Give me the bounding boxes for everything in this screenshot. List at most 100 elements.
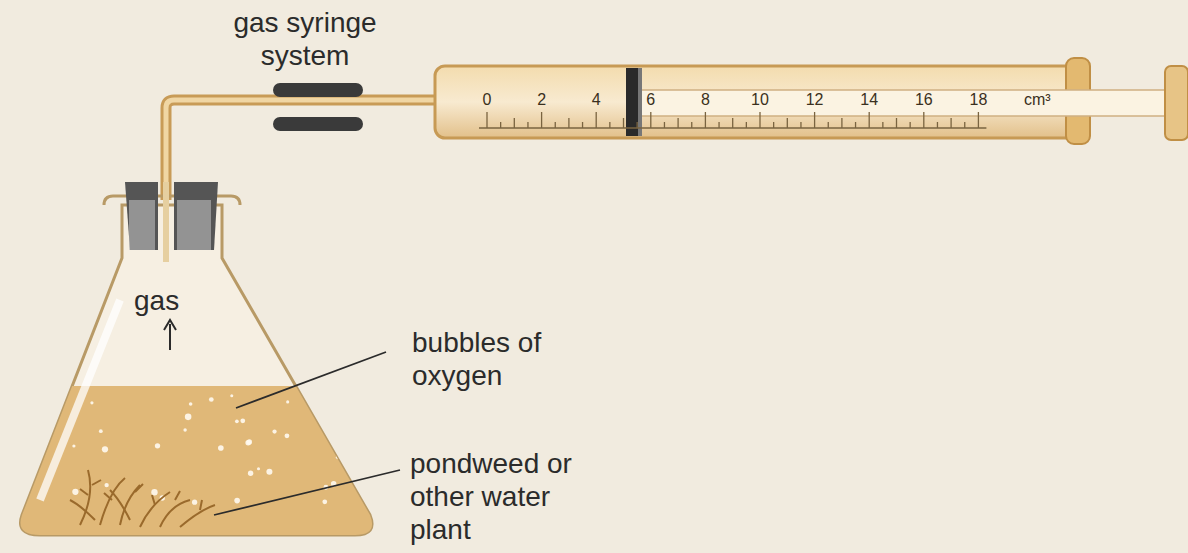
- scale-tick: [568, 118, 569, 128]
- scale-tick: [882, 122, 883, 128]
- scale-number: 12: [806, 92, 824, 108]
- delivery-tube: [163, 182, 169, 262]
- scale-tick: [896, 118, 897, 128]
- scale-tick: [664, 122, 665, 128]
- bubble: [209, 397, 214, 402]
- bubble: [247, 439, 252, 444]
- leader-line: [214, 470, 400, 515]
- bubble: [285, 433, 290, 438]
- scale-tick: [677, 118, 678, 128]
- scale-tick: [650, 112, 651, 128]
- bubble: [72, 489, 78, 495]
- scale-number: 6: [646, 92, 655, 108]
- scale-tick: [978, 112, 979, 128]
- plunger-head: [626, 68, 638, 136]
- scale-tick: [541, 112, 542, 128]
- gas-arrow-head: [164, 320, 176, 330]
- scale-tick: [582, 122, 583, 128]
- glass-highlight: [40, 300, 120, 500]
- scale-tick: [732, 118, 733, 128]
- scale-tick: [841, 118, 842, 128]
- bubble: [324, 429, 329, 434]
- bubble: [322, 499, 327, 504]
- title-label: gas syringe system: [205, 6, 405, 72]
- scale-tick: [855, 122, 856, 128]
- scale-tick: [718, 122, 719, 128]
- scale-ticks: [479, 112, 986, 128]
- flask-lip: [104, 196, 240, 205]
- scale-tick: [500, 122, 501, 128]
- scale-tick: [637, 122, 638, 128]
- scale-number: 4: [592, 92, 601, 108]
- gas-arrow: [169, 324, 171, 350]
- bubble: [185, 414, 192, 421]
- scale-tick: [609, 122, 610, 128]
- bubble: [90, 401, 93, 404]
- scale-tick: [828, 122, 829, 128]
- stopper: [174, 182, 218, 250]
- scale-tick: [527, 122, 528, 128]
- bubble: [102, 446, 108, 452]
- plunger-handle: [1165, 66, 1188, 140]
- pondweed: [70, 470, 215, 527]
- scale-tick: [514, 118, 515, 128]
- bubble: [343, 432, 348, 437]
- bubble: [104, 483, 108, 487]
- scale-tick: [869, 112, 870, 128]
- scale-tick: [964, 122, 965, 128]
- bubble: [189, 402, 193, 406]
- stopper: [125, 182, 158, 250]
- tube-connector: [273, 117, 363, 131]
- bubble: [218, 445, 224, 451]
- bubble: [286, 400, 289, 403]
- scale-tick: [923, 112, 924, 128]
- syringe-barrel: [435, 66, 1080, 138]
- scale-number: 18: [970, 92, 988, 108]
- bubble: [347, 395, 350, 398]
- plunger-rod: [636, 90, 1188, 116]
- stopper-shade: [177, 200, 211, 250]
- part-label: pondweed or other water plant: [410, 447, 590, 546]
- bubble: [234, 498, 240, 504]
- scale-tick: [814, 112, 815, 128]
- scale-tick: [773, 122, 774, 128]
- scale-tick: [691, 122, 692, 128]
- bubble: [99, 429, 103, 433]
- scale-tick: [800, 122, 801, 128]
- scale-tick: [555, 122, 556, 128]
- bubble: [50, 401, 56, 407]
- scale-tick: [937, 122, 938, 128]
- scale-tick: [705, 112, 706, 128]
- bubble: [248, 471, 253, 476]
- bubble: [155, 443, 160, 448]
- bubble: [230, 394, 233, 397]
- scale-baseline: [479, 127, 986, 128]
- scale-number: 14: [860, 92, 878, 108]
- scale-tick: [486, 112, 487, 128]
- scale-number: 16: [915, 92, 933, 108]
- part-label: gas: [134, 284, 179, 317]
- bubble: [336, 455, 340, 459]
- tube-connector: [273, 83, 363, 97]
- scale-number: 10: [751, 92, 769, 108]
- bubble: [192, 500, 197, 505]
- bubble: [151, 489, 157, 495]
- water: [0, 386, 400, 546]
- bubble: [240, 418, 245, 423]
- bubble: [183, 428, 186, 431]
- unit-label: cm³: [1024, 92, 1051, 108]
- scale-tick: [787, 118, 788, 128]
- scale-tick: [746, 122, 747, 128]
- scale-tick: [910, 122, 911, 128]
- scale-tick: [596, 112, 597, 128]
- plunger-head: [638, 68, 642, 136]
- bubble: [235, 419, 239, 423]
- scale-number: 8: [701, 92, 710, 108]
- bubble: [332, 428, 337, 433]
- scale-tick: [759, 112, 760, 128]
- stopper-shade: [129, 200, 155, 250]
- bubble: [266, 469, 272, 475]
- scale-number: 0: [483, 92, 492, 108]
